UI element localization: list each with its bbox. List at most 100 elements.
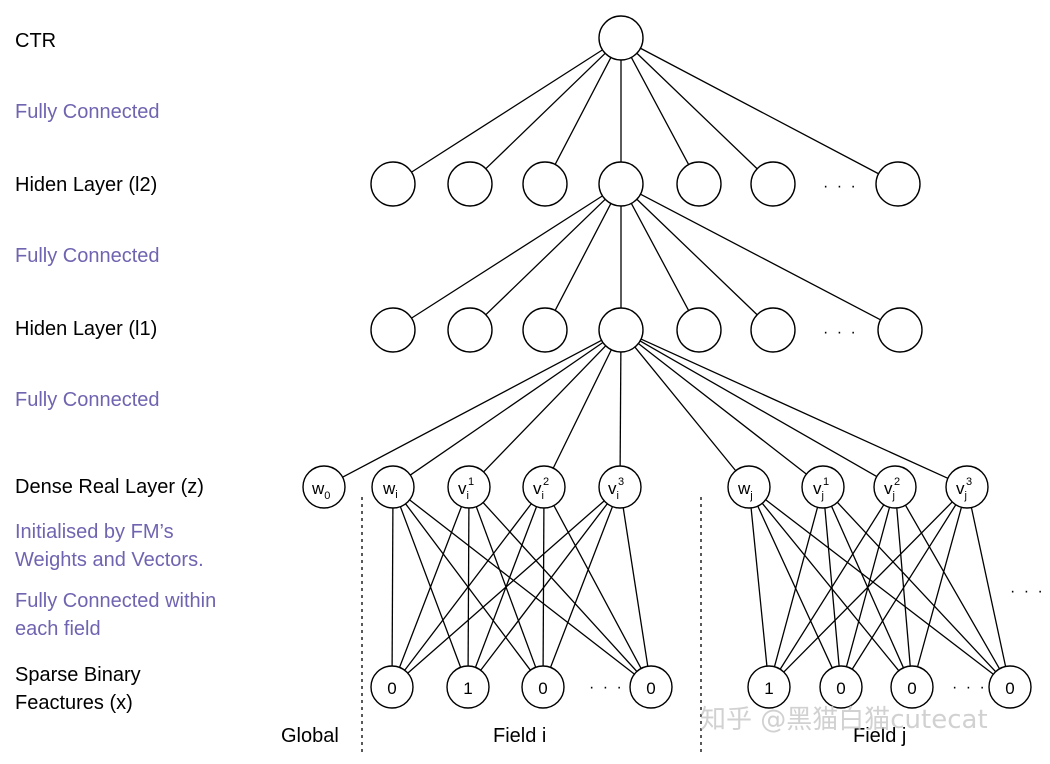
- node-sparse-i-3: [629, 665, 673, 709]
- sparse-i-0: 0: [387, 679, 396, 698]
- edge-field-j-1-0: [773, 507, 819, 667]
- label-sparse-line1: Sparse Binary: [15, 664, 141, 686]
- label-initialised-line1: Initialised by FM’s: [15, 521, 174, 543]
- edge-field-j-0-0: [750, 507, 768, 667]
- edge-field-i-3-0: [407, 500, 605, 674]
- node-sparse-j-2: [890, 665, 934, 709]
- node-dense-vi2: [522, 465, 566, 509]
- edge-ctr-h2-2: [554, 57, 612, 165]
- label-ctr: CTR: [15, 30, 57, 52]
- node-hidden1-6: [877, 307, 923, 353]
- node-ctr: [598, 15, 644, 61]
- node-hidden2-0: [370, 161, 416, 207]
- label-fully-connected-3: Fully Connected: [15, 389, 160, 411]
- sparse-i-3: 0: [646, 679, 655, 698]
- edge-field-i-0-0: [391, 507, 394, 667]
- label-fc-field-line1: Fully Connected within: [15, 590, 217, 612]
- sparse-j-1: 0: [836, 679, 845, 698]
- edge-field-j-3-2: [916, 507, 963, 667]
- edge-field-j-0-2: [761, 502, 900, 672]
- node-vj3-label: vj3: [956, 476, 972, 502]
- edge-field-i-1-0: [398, 506, 463, 668]
- edge-field-i-2-0: [404, 503, 532, 671]
- node-hidden2-4: [676, 161, 722, 207]
- edge-h1-dense-5: [634, 346, 737, 472]
- edge-ctr-h2-1: [485, 52, 606, 170]
- edge-field-i-0-3: [409, 499, 635, 675]
- ellipsis-field-j-right: · · ·: [1010, 583, 1045, 600]
- edge-h1-dense-6: [637, 342, 807, 475]
- edge-ctr-h2-5: [636, 52, 758, 170]
- node-sparse-i-1: [446, 665, 490, 709]
- edge-h2-h1-4: [630, 203, 690, 311]
- edge-ctr-h2-4: [630, 57, 690, 165]
- edge-field-j-2-0: [779, 504, 885, 670]
- node-dense-vi1: [447, 465, 491, 509]
- node-w0-label: w0: [311, 479, 330, 502]
- edge-h2-h1-2: [554, 203, 612, 311]
- ellipsis-hidden-1: · · ·: [823, 324, 858, 341]
- edge-h1-dense-4: [619, 351, 622, 467]
- node-vj2-label: vj2: [884, 476, 900, 502]
- watermark: 知乎 @黑猫白猫cutecat: [700, 705, 988, 735]
- edge-h2-h1-1: [485, 198, 606, 316]
- node-wj-label: wj: [737, 479, 753, 502]
- node-sparse-j-0: [747, 665, 791, 709]
- edge-h2-h1-0: [411, 195, 603, 319]
- ellipsis-sparse-j: · · ·: [952, 679, 987, 696]
- edge-field-j-2-3: [904, 504, 1001, 670]
- field-label-field-j: Field j: [853, 725, 906, 747]
- node-hidden2-1: [447, 161, 493, 207]
- node-dense-w0: [302, 465, 346, 509]
- label-hidden-layer-2: Hiden Layer (l2): [15, 174, 158, 196]
- node-dense-vi3: [598, 465, 642, 509]
- label-fully-connected-1: Fully Connected: [15, 101, 160, 123]
- edge-h1-dense-8: [640, 338, 949, 479]
- edge-field-i-3-2: [549, 506, 614, 668]
- label-dense-real-layer: Dense Real Layer (z): [15, 476, 204, 498]
- node-sparse-j-1: [819, 665, 863, 709]
- edge-ctr-h2-6: [640, 47, 879, 175]
- edge-h2-h1-5: [636, 198, 758, 316]
- node-hidden1-2: [522, 307, 568, 353]
- edge-field-i-2-3: [553, 505, 642, 669]
- node-dense-vj3: [945, 465, 989, 509]
- ellipsis-hidden-2: · · ·: [823, 178, 858, 195]
- edge-field-j-0-3: [765, 499, 994, 675]
- node-hidden1-4: [676, 307, 722, 353]
- label-fully-connected-2: Fully Connected: [15, 245, 160, 267]
- node-hidden2-5: [750, 161, 796, 207]
- node-sparse-i-2: [521, 665, 565, 709]
- edge-field-j-0-1: [757, 505, 833, 669]
- edge-h1-dense-0: [342, 339, 602, 478]
- node-hidden1-1: [447, 307, 493, 353]
- edge-h1-dense-7: [639, 340, 878, 478]
- node-dense-vj2: [873, 465, 917, 509]
- nodes: [302, 15, 1032, 709]
- edge-h1-dense-2: [483, 345, 607, 473]
- node-dense-wj: [727, 465, 771, 509]
- node-dense-wi: [371, 465, 415, 509]
- edge-field-j-3-3: [970, 507, 1007, 667]
- sparse-j-3: 0: [1005, 679, 1014, 698]
- edge-field-j-1-3: [836, 501, 997, 673]
- node-wi-label: wi: [382, 479, 398, 501]
- label-sparse-line2: Feactures (x): [15, 692, 133, 714]
- node-dense-vj1: [801, 465, 845, 509]
- field-separators: [361, 497, 702, 752]
- ellipsis-sparse-i: · · ·: [589, 679, 624, 696]
- node-hidden1-5: [750, 307, 796, 353]
- edge-h1-dense-3: [552, 349, 612, 469]
- sparse-i-1: 1: [463, 679, 472, 698]
- edge-field-i-3-1: [480, 503, 608, 671]
- node-sparse-i-0: [370, 665, 414, 709]
- sparse-i-2: 0: [538, 679, 547, 698]
- edge-h2-h1-6: [640, 193, 881, 321]
- node-hidden2-3: [598, 161, 644, 207]
- node-hidden2-2: [522, 161, 568, 207]
- node-vi1-label: vi1: [458, 476, 474, 502]
- edge-ctr-h2-0: [411, 49, 603, 173]
- node-sparse-j-3: [988, 665, 1032, 709]
- edge-field-j-3-1: [851, 504, 957, 670]
